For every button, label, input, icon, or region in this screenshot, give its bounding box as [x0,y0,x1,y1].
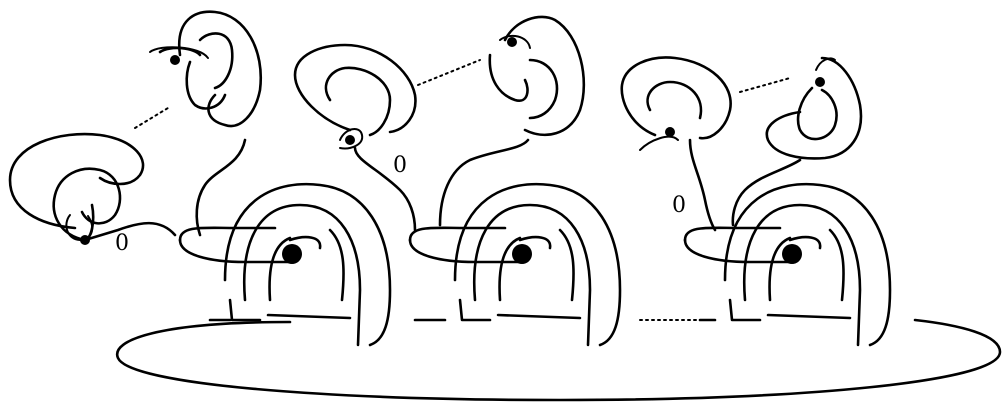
knot-top-2-dot [345,135,355,145]
knot-top-2 [293,43,481,232]
knot-top-1-dot [170,55,180,65]
knot-top-3-dot [507,37,517,47]
knot-top-3 [438,15,586,227]
knot-top-4-dot [665,127,675,137]
handle-3 [683,182,892,347]
framing-label-3: 0 [672,193,686,218]
one-handle-dot-2 [512,244,532,264]
knot-top-4 [620,56,791,232]
knot-top-5 [731,56,863,227]
knot-top-1 [149,10,263,237]
one-handle-dot-1 [282,244,302,264]
knot-left-dot [80,235,90,245]
handle-2 [408,182,622,347]
one-handle-dot-3 [782,244,802,264]
knot-top-5-dot [815,77,825,87]
knot-left [8,107,177,245]
framing-label-1: 0 [115,231,129,256]
handle-1 [178,182,392,347]
bottom-ellipse [115,318,1002,402]
framing-label-2: 0 [393,153,407,178]
